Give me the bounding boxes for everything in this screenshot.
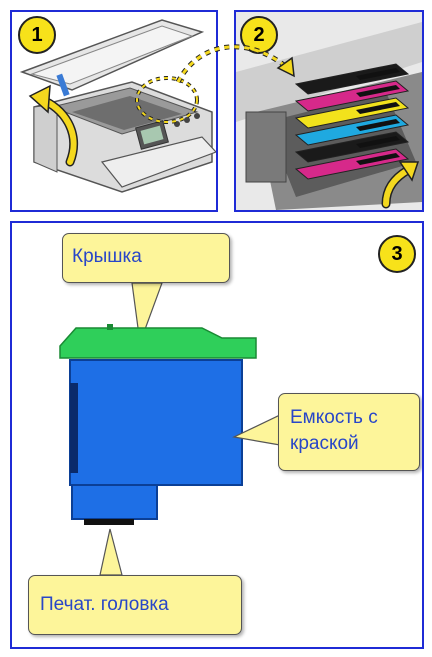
ink-slot-label-strip (356, 85, 400, 97)
callout-lid: Крышка (62, 233, 230, 283)
ink-slot-label-strip (356, 119, 400, 131)
ink-slot-label-strip (356, 153, 400, 165)
step-1-badge: 1 (18, 16, 56, 54)
print-head-label: Печат. головка (40, 594, 169, 615)
ink-slot-label-strip (356, 68, 400, 80)
ink-cartridge-slots (294, 63, 410, 180)
cartridge-lower-part (71, 484, 158, 520)
panel-step-1: 1 (10, 10, 218, 212)
lid-label: Крышка (72, 246, 142, 267)
cartridge-body (69, 359, 243, 486)
callout-ink-tank: Емкость с краской (278, 393, 420, 471)
printer-illustration (19, 19, 216, 193)
callout-print-head: Печат. головка (28, 575, 242, 635)
panel-step-2: 2 (234, 10, 424, 212)
step-2-badge: 2 (240, 16, 278, 54)
ink-tank-label-line2: краской (290, 433, 359, 454)
cartridge-diagram (59, 282, 281, 576)
panel-step-3: Крышка Емкость с краской Печат. головка … (10, 221, 424, 649)
step-3-badge: 3 (378, 235, 416, 273)
cartridge-lid (59, 327, 257, 359)
connector-arrow (175, 44, 295, 84)
print-head-nozzles (84, 519, 134, 525)
ink-slot-label-strip (356, 136, 400, 148)
ink-tank-label-line1: Емкость с (290, 407, 378, 428)
ink-slot-label-strip (356, 102, 400, 114)
